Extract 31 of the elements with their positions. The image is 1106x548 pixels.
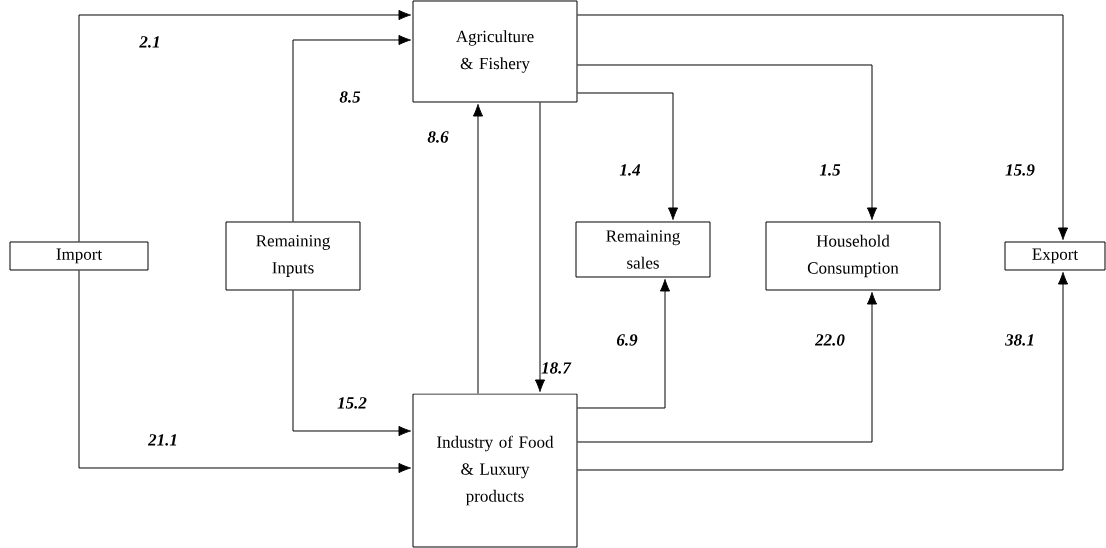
edge-label: 15.9 — [1005, 164, 1035, 176]
arrow — [78, 9, 412, 242]
edge-label: 8.6 — [427, 131, 449, 143]
arrow — [534, 102, 546, 392]
arrow — [577, 278, 671, 409]
arrow — [472, 103, 484, 394]
process-box: Export — [1004, 241, 1106, 271]
arrow — [577, 14, 1069, 240]
edge-label: 1.5 — [819, 164, 841, 176]
process-box: Import — [9, 241, 149, 271]
edge-label: 6.9 — [616, 334, 638, 346]
process-box: Household Consumption — [765, 221, 941, 291]
arrow — [78, 270, 412, 474]
process-box: Agriculture & Fishery — [412, 0, 578, 103]
edge-label: 1.4 — [619, 164, 641, 176]
edge-label: 15.2 — [337, 397, 367, 409]
edge-label: 38.1 — [1005, 334, 1034, 346]
edge-label: 8.5 — [339, 91, 361, 103]
arrow — [292, 290, 412, 437]
arrow — [577, 92, 679, 220]
process-box: Remaining sales — [575, 221, 711, 278]
edge-label: 18.7 — [541, 362, 572, 374]
arrow — [577, 291, 878, 443]
arrow — [292, 34, 412, 222]
edge-label: 21.1 — [147, 434, 177, 446]
edge-label: 2.1 — [139, 36, 159, 48]
arrow — [577, 64, 878, 220]
process-box: Industry of Food & Luxury products — [412, 393, 578, 548]
arrow — [577, 271, 1069, 471]
process-box: Remaining Inputs — [225, 221, 361, 291]
edge-label: 22.0 — [814, 334, 845, 346]
